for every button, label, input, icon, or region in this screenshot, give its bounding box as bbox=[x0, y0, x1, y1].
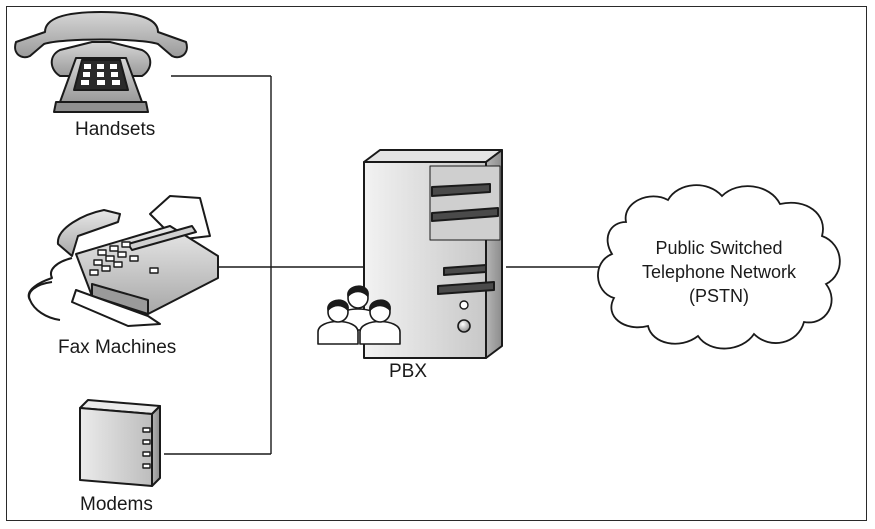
pstn-label-line3: (PSTN) bbox=[689, 286, 749, 306]
pstn-label-line2: Telephone Network bbox=[641, 262, 797, 282]
user-icon-right bbox=[359, 299, 401, 345]
connection-lines bbox=[164, 75, 608, 455]
pstn-label: Public Switched Telephone Network (PSTN) bbox=[606, 236, 832, 308]
diagram-frame bbox=[6, 6, 867, 521]
handsets-label: Handsets bbox=[75, 119, 156, 140]
modems-label: Modems bbox=[80, 494, 153, 515]
fax-machines-label: Fax Machines bbox=[58, 337, 177, 358]
pstn-cloud-icon bbox=[597, 184, 841, 350]
pstn-label-line1: Public Switched bbox=[655, 238, 783, 258]
pbx-server-icon bbox=[363, 149, 503, 359]
user-icon-left bbox=[317, 299, 359, 345]
modem-icon bbox=[79, 399, 161, 487]
pbx-label: PBX bbox=[389, 361, 428, 382]
fax-machine-icon bbox=[27, 195, 219, 327]
users-group-icon bbox=[317, 285, 401, 345]
telephone-icon bbox=[14, 11, 188, 113]
